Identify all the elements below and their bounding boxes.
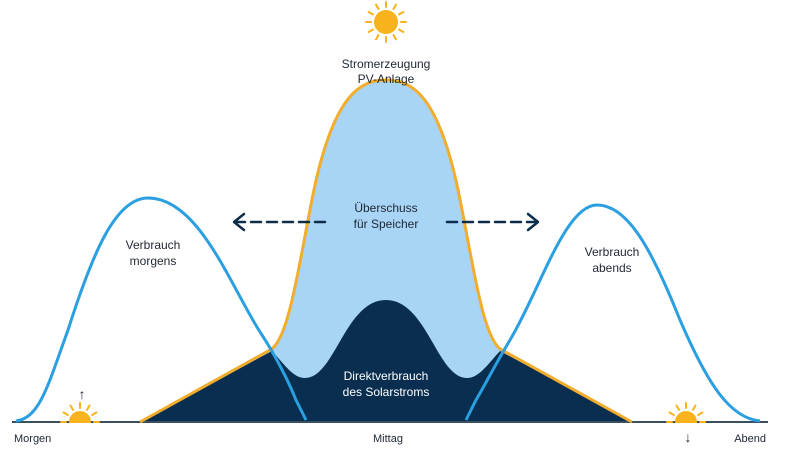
sun-ray — [675, 404, 680, 411]
production-label-line2: PV-Anlage — [358, 72, 415, 86]
morning-use-label-line1: Verbrauch — [126, 238, 181, 252]
surplus-area — [140, 80, 632, 422]
sun-ray — [692, 404, 697, 411]
direct-use-label-line1: Direktverbrauch — [344, 369, 429, 383]
evening-use-label-line1: Verbrauch — [585, 245, 640, 259]
sun-icon — [365, 1, 407, 43]
morning-use-label-line2: morgens — [130, 254, 177, 268]
sun-ray — [697, 411, 704, 416]
sun-ray — [668, 411, 675, 416]
axis-label-morning: Morgen — [14, 433, 51, 445]
sunrise-arrow: ↑ — [79, 386, 86, 402]
sun-ray — [86, 404, 91, 411]
sun-ray — [375, 3, 380, 11]
dashed-arrow-left-icon — [232, 212, 327, 232]
direct-use-label-line2: des Solarstroms — [343, 385, 430, 399]
dashed-arrow-right-icon — [445, 212, 540, 232]
direct-use-area — [140, 300, 632, 422]
sunset-arrow: ↓ — [685, 429, 692, 445]
sun-ray — [397, 11, 405, 16]
sun-ray — [69, 404, 74, 411]
sun-ray — [375, 33, 380, 41]
evening-consumption-curve — [464, 203, 761, 423]
sun-ray — [392, 33, 397, 41]
axis-label-evening: Abend — [734, 433, 766, 445]
axis-label-noon: Mittag — [373, 433, 403, 445]
morning-consumption-curve — [15, 196, 308, 423]
surplus-label-line2: für Speicher — [354, 217, 419, 231]
sun-ray — [367, 28, 375, 33]
sun-ray — [392, 3, 397, 11]
sun-ray — [397, 28, 405, 33]
surplus-label-line1: Überschuss — [354, 201, 417, 215]
sun-ray — [91, 411, 98, 416]
production-label-line1: Stromerzeugung — [342, 57, 431, 71]
sun-ray — [367, 11, 375, 16]
production-curve — [139, 78, 633, 424]
evening-use-label-line2: abends — [592, 261, 631, 275]
sunset-icon — [666, 402, 706, 423]
sun-ray — [62, 411, 69, 416]
sunrise-icon — [60, 402, 100, 423]
